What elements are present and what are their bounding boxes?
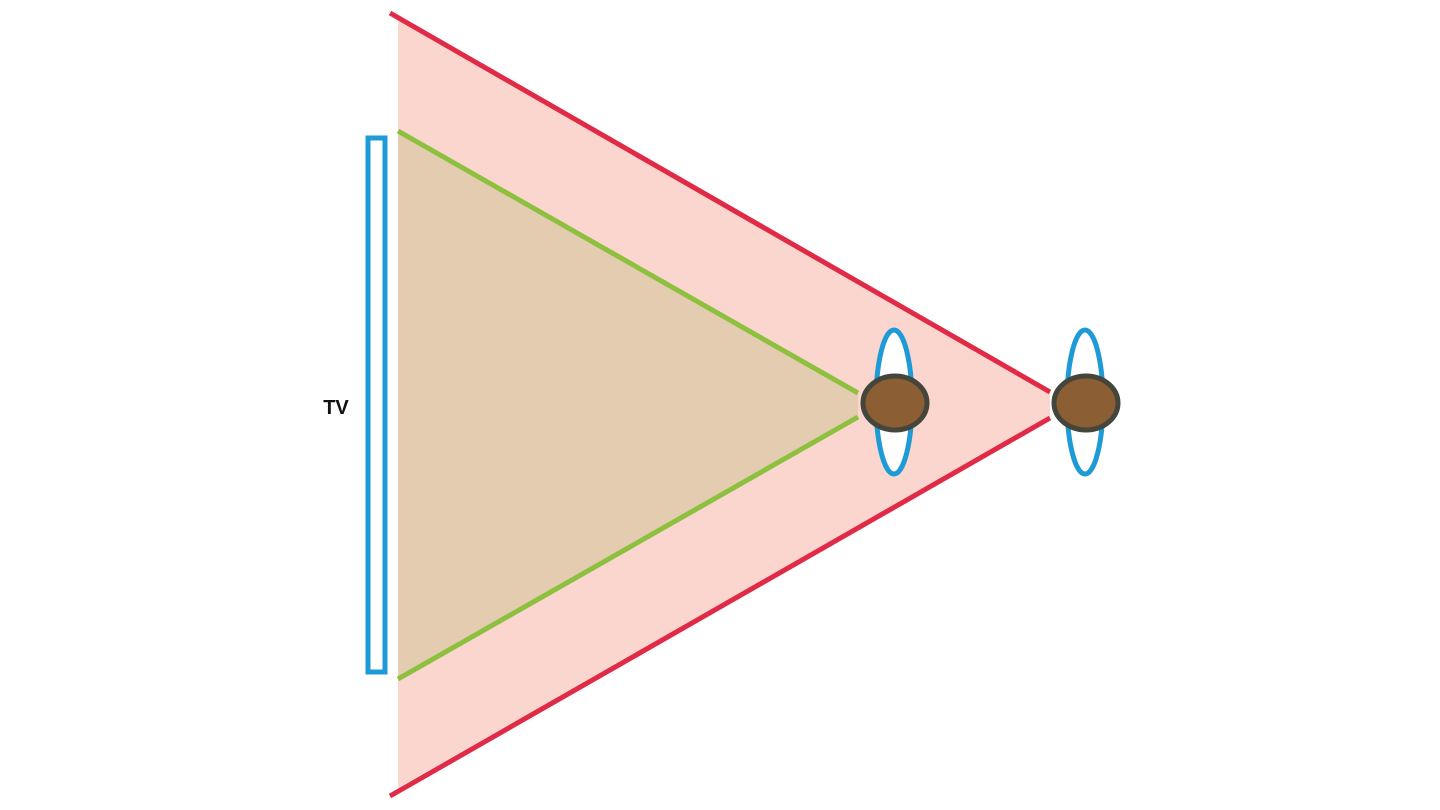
near-view-bottom-edge	[396, 414, 860, 682]
far-viewer	[1051, 327, 1121, 477]
near-viewer	[860, 327, 930, 477]
viewer-head-icon	[1051, 373, 1121, 433]
far-view-bottom-edge	[388, 415, 1052, 799]
viewer-head-icon	[860, 373, 930, 433]
near-view-top-edge	[396, 128, 860, 396]
tv-label: TV	[323, 397, 349, 419]
near-view-cone	[398, 131, 858, 678]
far-view-top-edge	[388, 10, 1052, 395]
tv-screen	[365, 135, 388, 675]
